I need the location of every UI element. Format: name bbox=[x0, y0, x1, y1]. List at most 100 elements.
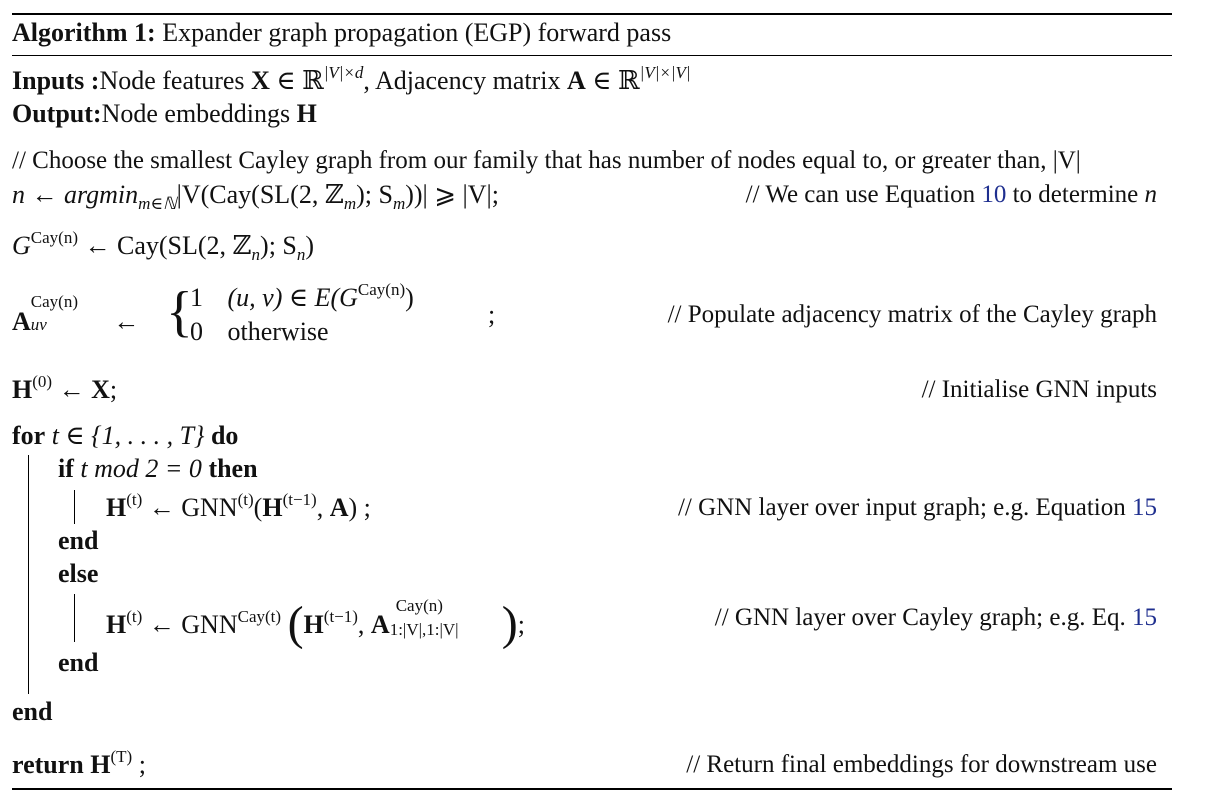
inputs-text-4: ∈ ℝ bbox=[592, 66, 640, 95]
gnn2-A-sub: 1:|V|,1:|V| bbox=[389, 620, 459, 639]
comment-equation-n: n bbox=[1144, 181, 1158, 208]
n-assign-zsub: m bbox=[343, 194, 357, 213]
gnn2-gsup: Cay(t) bbox=[237, 607, 282, 626]
if-condition: t mod 2 = 0 bbox=[80, 454, 202, 483]
gnn2-Hin: H bbox=[303, 610, 324, 639]
gnn2-semicolon: ; bbox=[517, 610, 525, 639]
end-for-keyword: end bbox=[12, 697, 53, 726]
do-keyword: do bbox=[210, 421, 239, 450]
inputs-A: A bbox=[567, 66, 586, 95]
G-lhs: G bbox=[12, 231, 31, 260]
inputs-A-dim: |V|×|V| bbox=[639, 63, 691, 82]
bottom-rule bbox=[12, 788, 1172, 790]
H0-semicolon: ; bbox=[109, 375, 118, 404]
end-else-keyword: end bbox=[58, 648, 99, 677]
gnn2-A-sup: Cay(n) bbox=[395, 596, 443, 615]
gnn1-close: ) ; bbox=[348, 493, 371, 522]
inputs-text-1: Node features bbox=[99, 66, 245, 95]
case-1-sup: Cay(n) bbox=[357, 280, 406, 299]
if-body-bar bbox=[74, 490, 75, 524]
algorithm-title: Expander graph propagation (EGP) forward… bbox=[162, 18, 672, 47]
else-keyword: else bbox=[58, 559, 99, 588]
comment-equation-tail: to determine bbox=[1012, 181, 1139, 208]
G-rhs: ← Cay(SL(2, ℤ bbox=[84, 231, 252, 260]
output-text: Node embeddings bbox=[101, 99, 291, 128]
G-rhs2: ); S bbox=[260, 231, 297, 260]
return-H: H bbox=[90, 750, 111, 779]
comment-gnn1: // GNN layer over input graph; e.g. Equa… bbox=[677, 494, 1126, 521]
gnn1-open: ( bbox=[253, 493, 263, 522]
A-sub: uv bbox=[30, 315, 47, 334]
gnn1-gsup: (t) bbox=[237, 490, 254, 509]
A-sup: Cay(n) bbox=[30, 292, 78, 311]
case-1-value: 1 bbox=[190, 283, 203, 312]
gnn2-A: A bbox=[370, 610, 390, 639]
gnn2-comma: , bbox=[357, 610, 371, 639]
case-2-condition: otherwise bbox=[227, 317, 329, 346]
n-assign-ssub: m bbox=[392, 194, 406, 213]
case-1-close: ) bbox=[405, 283, 414, 312]
return-sup: (T) bbox=[110, 747, 133, 766]
comment-init: // Initialise GNN inputs bbox=[921, 376, 1157, 403]
gnn2-open-paren: ( bbox=[287, 597, 304, 650]
G-zsub: n bbox=[251, 245, 261, 264]
gnn1-sup: (t) bbox=[126, 490, 143, 509]
output-H: H bbox=[296, 99, 317, 128]
then-keyword: then bbox=[208, 454, 258, 483]
end-if-keyword: end bbox=[58, 526, 99, 555]
equation-10-link[interactable]: 10 bbox=[981, 181, 1007, 208]
G-rhs3: ) bbox=[305, 231, 315, 260]
gnn2-Hin-sup: (t−1) bbox=[323, 607, 358, 626]
gnn2-H: H bbox=[106, 610, 127, 639]
inputs-text-3: , Adjacency matrix bbox=[363, 66, 561, 95]
case-1-condition: (u, v) ∈ E(G bbox=[227, 283, 358, 312]
A-lhs: A bbox=[12, 307, 31, 336]
else-body-bar bbox=[74, 594, 75, 642]
equation-15-link-1[interactable]: 15 bbox=[1132, 494, 1157, 521]
gnn1-arrow: ← GNN bbox=[148, 493, 238, 522]
A-arrow: ← bbox=[113, 307, 140, 336]
gnn1-Hin-sup: (t−1) bbox=[282, 490, 317, 509]
H0-X: X bbox=[91, 375, 110, 404]
for-condition: t ∈ {1, . . . , T} bbox=[51, 421, 205, 450]
gnn1-H: H bbox=[106, 493, 127, 522]
header-rule bbox=[12, 55, 1172, 56]
A-semicolon: ; bbox=[488, 300, 496, 329]
top-rule bbox=[12, 13, 1172, 15]
if-keyword: if bbox=[58, 454, 74, 483]
gnn1-Hin: H bbox=[262, 493, 283, 522]
comment-equation: // We can use Equation bbox=[745, 181, 976, 208]
n-assign: n ← argmin bbox=[12, 180, 139, 209]
G-ssub: n bbox=[296, 245, 306, 264]
comment-gnn2: // GNN layer over Cayley graph; e.g. Eq. bbox=[714, 604, 1126, 631]
gnn2-close-paren: ) bbox=[501, 597, 518, 650]
return-semicolon: ; bbox=[132, 750, 146, 779]
H0-arrow: ← bbox=[58, 375, 92, 404]
n-assign-sub: m∈ℕ bbox=[138, 194, 177, 213]
equation-15-link-2[interactable]: 15 bbox=[1132, 604, 1157, 631]
H0-sup: (0) bbox=[32, 372, 53, 391]
gnn2-arrow: ← GNN bbox=[148, 610, 238, 639]
comment-choose: // Choose the smallest Cayley graph from… bbox=[12, 147, 1081, 174]
n-assign-rest2: ); S bbox=[356, 180, 393, 209]
cases-brace: { bbox=[166, 281, 193, 343]
gnn2-sup: (t) bbox=[126, 607, 143, 626]
inputs-X-dim: |V|×d bbox=[323, 63, 364, 82]
case-1: 1 (u, v) ∈ E(GCay(n)) bbox=[190, 280, 414, 313]
comment-return: // Return final embeddings for downstrea… bbox=[686, 751, 1157, 778]
H0-lhs: H bbox=[12, 375, 33, 404]
inputs-X: X bbox=[251, 66, 270, 95]
n-assign-rest: |V(Cay(SL(2, ℤ bbox=[176, 180, 344, 209]
comment-populate: // Populate adjacency matrix of the Cayl… bbox=[667, 301, 1157, 328]
n-assign-rest3: ))| ⩾ |V|; bbox=[405, 180, 499, 209]
for-body-bar bbox=[28, 455, 29, 694]
case-2-value: 0 bbox=[190, 317, 203, 346]
output-keyword: Output bbox=[12, 99, 93, 128]
for-keyword: for bbox=[12, 421, 46, 450]
return-keyword: return bbox=[12, 750, 84, 779]
algorithm-label: Algorithm 1: bbox=[12, 18, 156, 47]
inputs-keyword: Inputs bbox=[12, 66, 85, 95]
inputs-text-2: ∈ ℝ bbox=[276, 66, 324, 95]
G-sup: Cay(n) bbox=[30, 228, 78, 247]
gnn1-comma: , bbox=[316, 493, 330, 522]
